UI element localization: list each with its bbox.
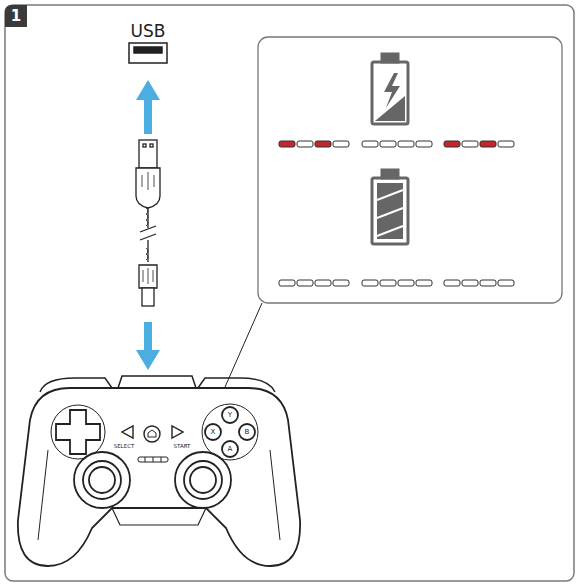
led-segment <box>315 280 331 286</box>
led-segment <box>398 141 414 147</box>
led-segment <box>444 141 460 147</box>
led-indicators <box>279 141 514 286</box>
led-segment <box>444 280 460 286</box>
button-letter: A <box>228 446 233 453</box>
led-segment <box>498 280 514 286</box>
port-label: USB <box>131 23 166 40</box>
step-number-box: 1 <box>5 5 27 27</box>
led-segment <box>462 141 478 147</box>
button-label: START <box>174 444 191 450</box>
button-letter: Y <box>228 412 232 419</box>
led-segment <box>315 141 331 147</box>
led-segment <box>279 280 295 286</box>
led-segment <box>362 141 378 147</box>
led-segment <box>398 280 414 286</box>
led-segment <box>480 280 496 286</box>
led-segment <box>462 280 478 286</box>
usb-port <box>129 43 167 63</box>
led-segment <box>380 141 396 147</box>
button-label: SELECT <box>114 444 135 450</box>
led-segment <box>333 280 349 286</box>
led-segment <box>333 141 349 147</box>
button-letter: B <box>245 429 250 436</box>
led-segment <box>480 141 496 147</box>
callout-panel <box>258 37 562 303</box>
battery-full <box>372 170 408 244</box>
led-segment <box>297 141 313 147</box>
battery-charging <box>372 54 408 124</box>
usb-cable <box>136 140 160 306</box>
led-segment <box>416 280 432 286</box>
led-segment <box>498 141 514 147</box>
led-segment <box>297 280 313 286</box>
led-segment <box>380 280 396 286</box>
step-number: 1 <box>11 7 21 25</box>
led-segment <box>416 141 432 147</box>
frame <box>5 5 574 581</box>
button-letter: X <box>211 429 216 436</box>
gamepad <box>18 376 300 566</box>
led-segment <box>362 280 378 286</box>
plug-arrow <box>136 80 160 370</box>
led-segment <box>279 141 295 147</box>
